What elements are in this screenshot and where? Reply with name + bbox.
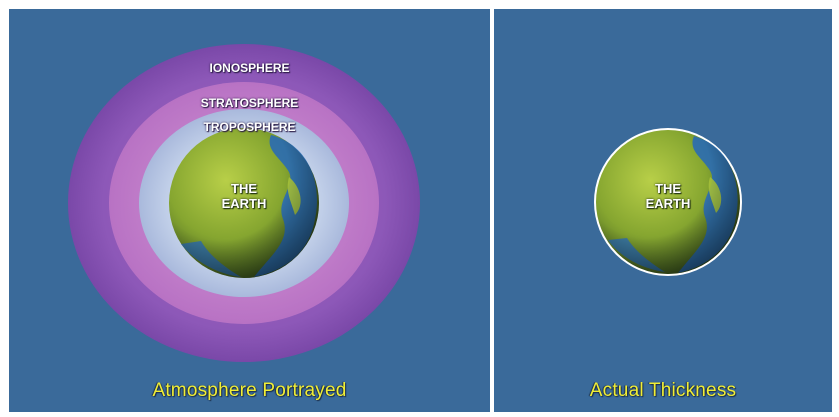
- actual-thickness-graphic: [594, 128, 742, 276]
- earth-globe-large: [169, 128, 319, 278]
- earth-label-line1: THE: [231, 181, 257, 196]
- earth-label-line2: EARTH: [645, 196, 691, 211]
- troposphere-label: TROPOSPHERE: [203, 120, 296, 134]
- earth-label-line1: THE: [655, 181, 681, 196]
- atmosphere-portrayed-caption: Atmosphere Portrayed: [152, 380, 347, 401]
- actual-thickness-caption: Actual Thickness: [589, 380, 737, 401]
- atmosphere-rings-graphic: [68, 44, 420, 362]
- earth-label-line2: EARTH: [221, 196, 267, 211]
- earth-label-small: THE EARTH: [618, 181, 718, 211]
- earth-label-large: THE EARTH: [194, 181, 294, 211]
- stratosphere-label: STRATOSPHERE: [200, 96, 299, 110]
- actual-thickness-panel: THE EARTH Actual Thickness: [494, 9, 832, 412]
- ionosphere-label: IONOSPHERE: [209, 61, 290, 75]
- earth-globe-small: [594, 128, 742, 276]
- atmosphere-portrayed-panel: IONOSPHERE STRATOSPHERE TROPOSPHERE THE …: [9, 9, 490, 412]
